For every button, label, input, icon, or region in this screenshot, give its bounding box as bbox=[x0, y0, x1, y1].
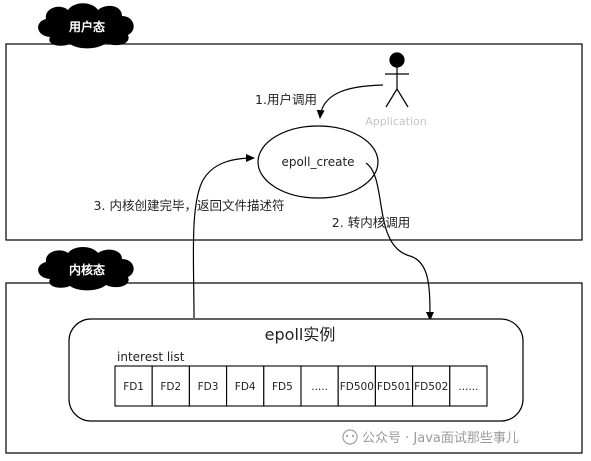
interest-list-cell-label: FD3 bbox=[198, 381, 219, 393]
interest-list-cell bbox=[449, 365, 488, 407]
user-space-cloud: 用户态 bbox=[38, 3, 134, 49]
interest-list-cell bbox=[337, 365, 376, 407]
wechat-icon bbox=[342, 429, 358, 445]
user-space-zone bbox=[5, 43, 583, 241]
interest-list-cell bbox=[151, 365, 190, 407]
watermark: 公众号 · Java面试那些事儿 bbox=[342, 429, 519, 446]
step3-label: 3. 内核创建完毕，返回文件描述符 bbox=[94, 198, 285, 213]
interest-list-cell bbox=[300, 365, 339, 407]
step1-label: 1.用户调用 bbox=[255, 92, 317, 107]
interest-list-cell-label: FD4 bbox=[235, 381, 256, 393]
interest-list-cell-label: FD5 bbox=[272, 381, 293, 393]
application-actor-icon bbox=[385, 52, 409, 108]
epoll-instance-title: epoll实例 bbox=[265, 325, 336, 344]
arrow-user-call bbox=[316, 84, 384, 119]
interest-list-cell bbox=[412, 365, 451, 407]
interest-list-cell bbox=[226, 365, 265, 407]
epoll-create-node bbox=[257, 125, 379, 199]
interest-list-cell-label: ...... bbox=[458, 381, 478, 393]
interest-list-cell-label: FD500 bbox=[340, 381, 374, 393]
actor-label: Application bbox=[365, 115, 426, 128]
kernel-space-zone bbox=[5, 282, 583, 454]
epoll-create-label: epoll_create bbox=[281, 155, 354, 169]
interest-list-cell bbox=[114, 365, 153, 407]
interest-list-cell bbox=[374, 365, 414, 407]
interest-list-cell-label: ..... bbox=[311, 381, 328, 393]
interest-list-cell-label: FD501 bbox=[377, 381, 411, 393]
kernel-space-cloud: 内核态 bbox=[38, 247, 134, 291]
arrow-kernel-call bbox=[365, 162, 434, 321]
user-space-label: 用户态 bbox=[68, 19, 105, 34]
interest-list-cell-label: FD1 bbox=[123, 381, 144, 393]
kernel-space-label: 内核态 bbox=[69, 262, 105, 277]
interest-list-cell bbox=[263, 365, 302, 407]
watermark-text: 公众号 · Java面试那些事儿 bbox=[362, 431, 519, 446]
step2-label: 2. 转内核调用 bbox=[332, 215, 410, 230]
interest-list-cell-label: FD2 bbox=[160, 381, 181, 393]
arrow-return-fd bbox=[192, 154, 255, 319]
interest-list-label: interest list bbox=[117, 350, 185, 364]
interest-list-cell-label: FD502 bbox=[414, 381, 448, 393]
